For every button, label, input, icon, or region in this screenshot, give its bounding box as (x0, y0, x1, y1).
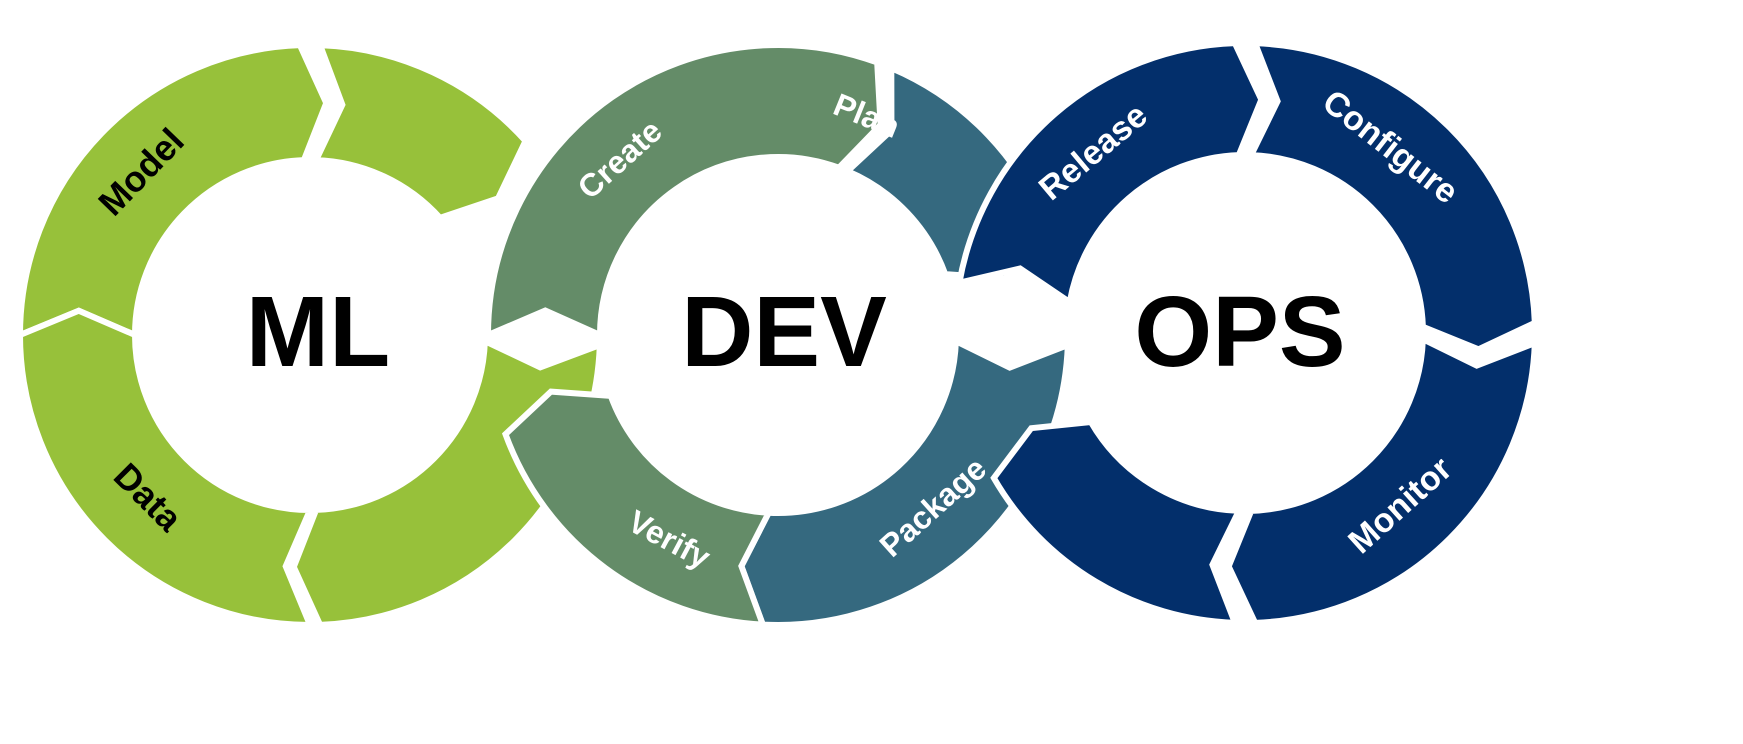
ring-center-disk-1 (603, 160, 953, 510)
rings-layer (16, 40, 1538, 629)
ml-center-label: ML (246, 276, 390, 388)
ring-center-disk-0 (138, 163, 482, 507)
ops-configure-segment (1246, 40, 1538, 353)
ml-top-right-segment (311, 42, 530, 222)
ops-bottom-left-segment (990, 418, 1244, 626)
ops-monitor-segment (1225, 334, 1538, 626)
center-labels-layer: ML DEV OPS (246, 276, 1346, 388)
ml-data-segment (16, 307, 315, 629)
ml-model-segment (16, 42, 330, 340)
dev-center-label: DEV (681, 276, 887, 388)
dev-create-segment (484, 42, 884, 340)
ops-release-segment (955, 40, 1265, 308)
ops-center-label: OPS (1134, 276, 1345, 388)
ring-center-disk-2 (1070, 158, 1420, 508)
dev-verify-segment (501, 388, 774, 628)
